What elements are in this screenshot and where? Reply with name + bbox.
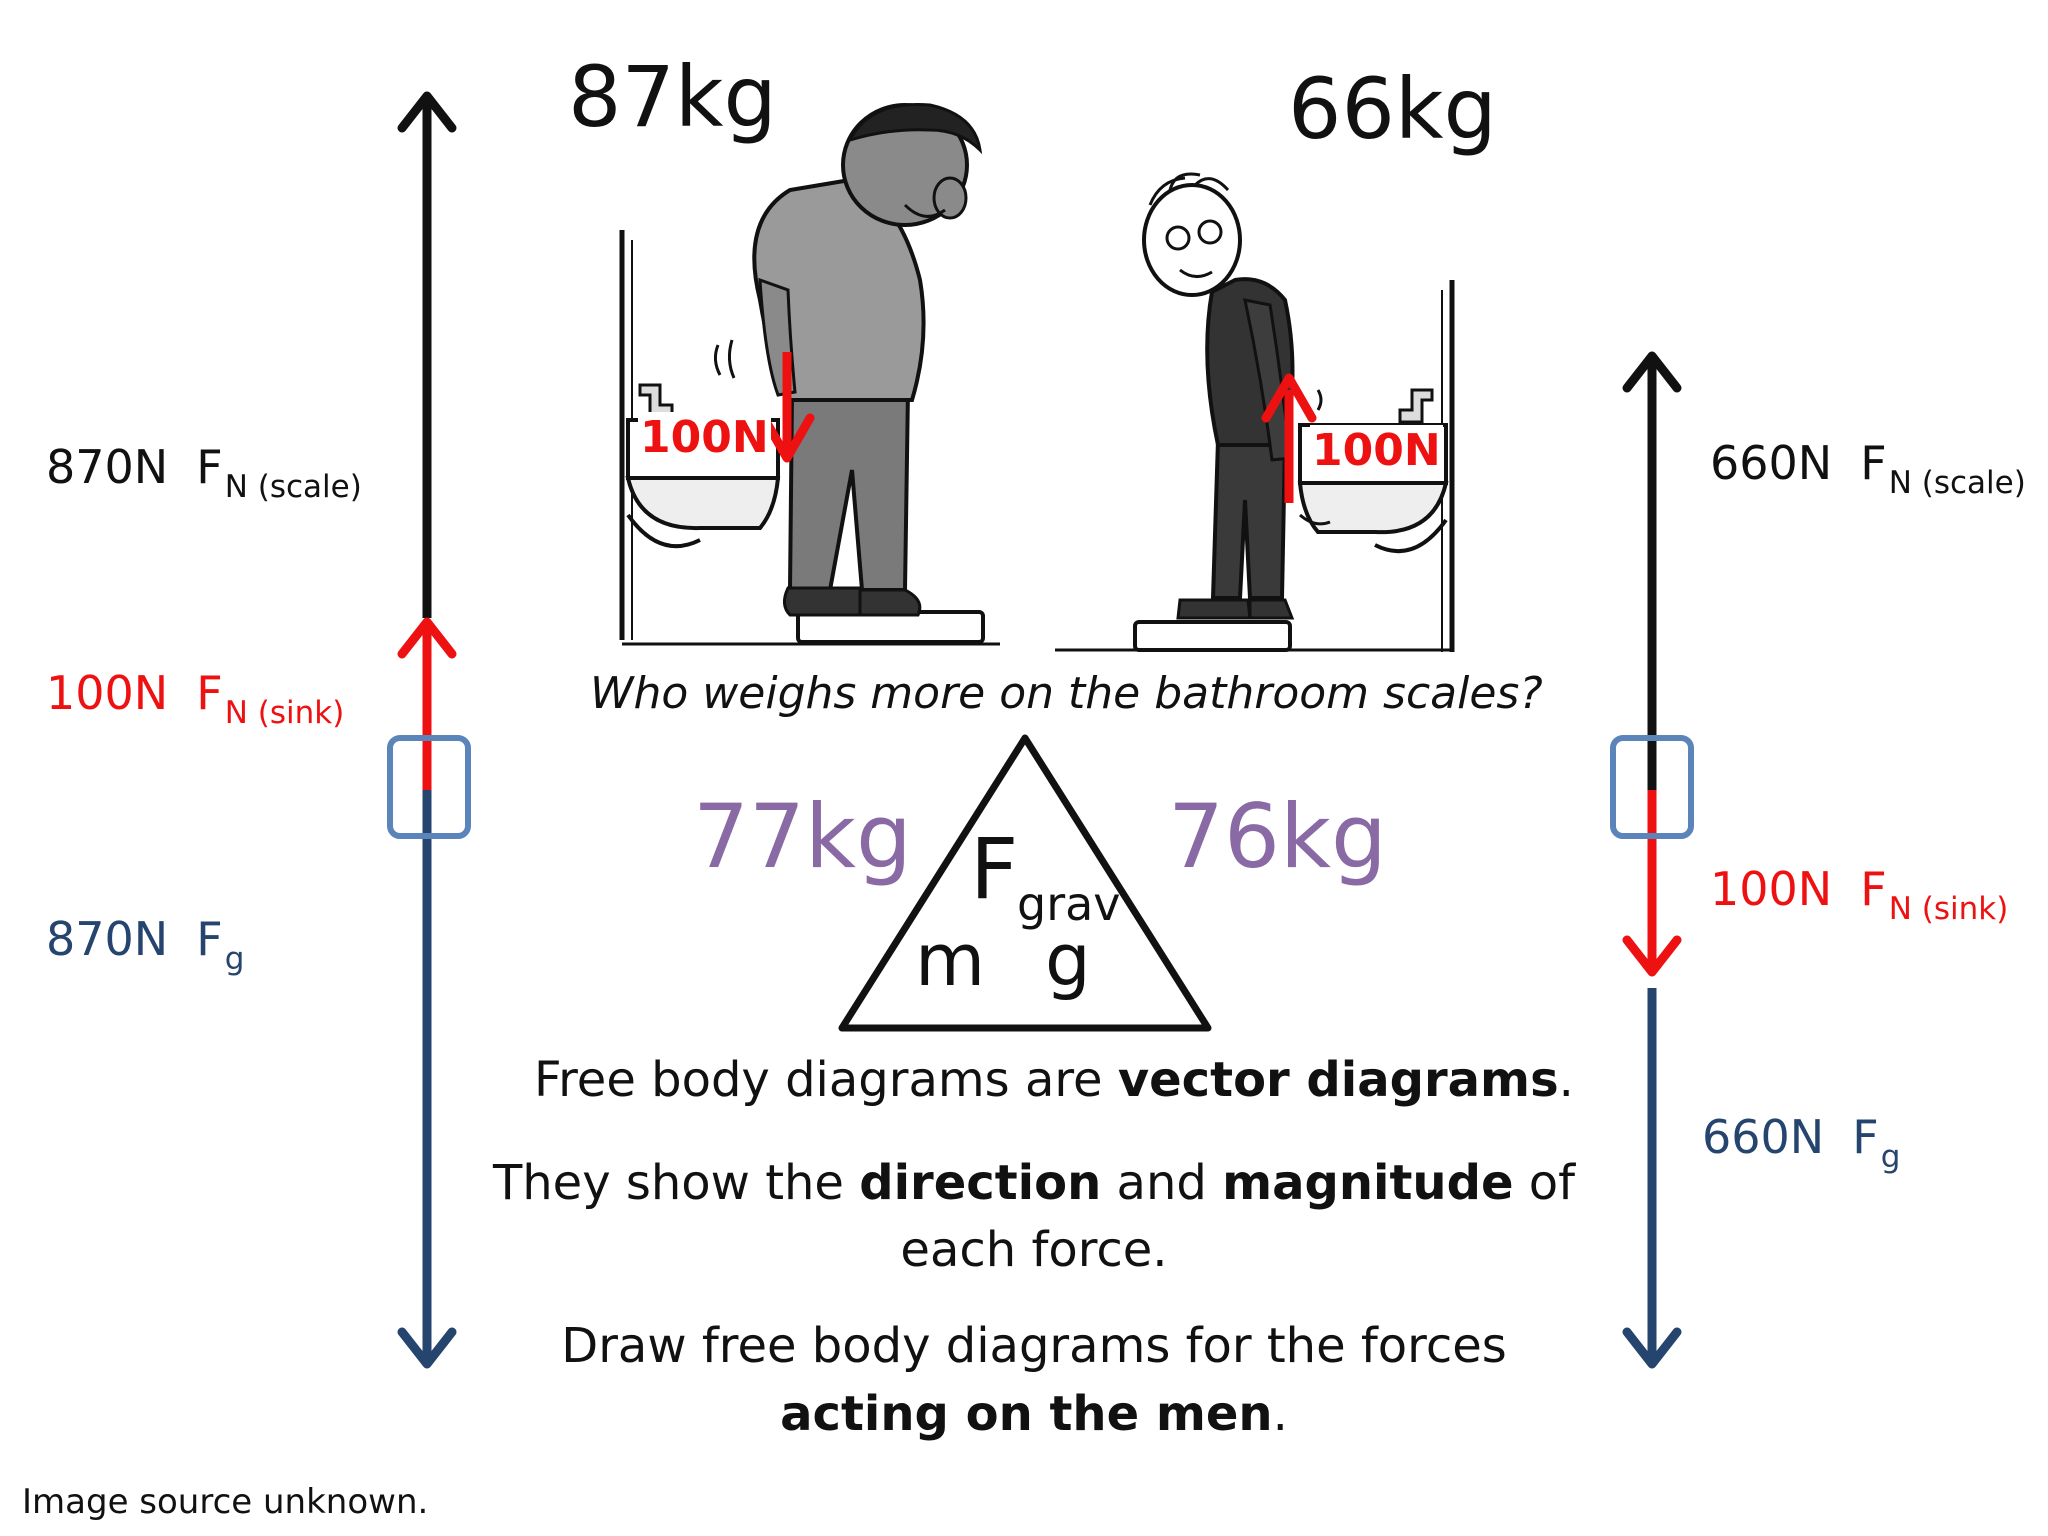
text-line-5: acting on the men. xyxy=(634,1386,1434,1442)
left-gravity-symbol: F xyxy=(196,912,223,966)
right-scale-reading: 76kg xyxy=(1168,785,1387,888)
left-normal-scale-arrowhead xyxy=(397,91,457,133)
right-normal-sink-arrowhead xyxy=(1622,935,1682,977)
text-line-2-mid: and xyxy=(1101,1155,1223,1211)
text-line-2-bold-2: magnitude xyxy=(1222,1155,1514,1211)
right-fbd xyxy=(1610,351,1694,1369)
cartoon-illustration xyxy=(619,102,1455,652)
right-normal-scale-subscript: N (scale) xyxy=(1888,465,2026,501)
left-gravity-arrowhead xyxy=(397,1327,457,1369)
left-normal-scale-symbol: F xyxy=(196,440,223,494)
right-gravity-value: 660N xyxy=(1702,1110,1825,1164)
left-normal-scale-subscript: N (scale) xyxy=(224,469,362,505)
right-normal-sink-subscript: N (sink) xyxy=(1888,891,2009,927)
right-man-mass: 66kg xyxy=(1288,60,1497,158)
left-normal-sink-subscript: N (sink) xyxy=(224,695,345,731)
left-normal-scale-value: 870N xyxy=(46,440,169,494)
right-normal-sink-symbol: F xyxy=(1860,862,1887,916)
text-line-2-pre: They show the xyxy=(492,1155,860,1211)
text-line-3: each force. xyxy=(900,1222,1168,1278)
left-gravity-value: 870N xyxy=(46,912,169,966)
text-line-1-bold: vector diagrams xyxy=(1117,1052,1559,1108)
right-gravity-subscript: g xyxy=(1880,1139,1901,1175)
text-line-4: Draw free body diagrams for the forces xyxy=(561,1318,1507,1374)
right-normal-scale-symbol: F xyxy=(1860,436,1887,490)
image-source-note: Image source unknown. xyxy=(22,1482,429,1522)
right-body-box xyxy=(1610,735,1694,839)
right-tap xyxy=(1398,388,1434,424)
left-fbd xyxy=(387,91,471,1369)
triangle-force-subscript: grav xyxy=(1017,877,1121,931)
right-normal-sink-label: 100N FN (sink) xyxy=(1710,862,2008,927)
right-man xyxy=(1142,172,1295,620)
text-line-1-post: . xyxy=(1558,1052,1574,1108)
text-line-2: They show the direction and magnitude of xyxy=(484,1155,1584,1211)
left-normal-scale-label: 870N FN (scale) xyxy=(46,440,362,505)
left-normal-sink-label: 100N FN (sink) xyxy=(46,666,344,731)
text-line-2-bold-1: direction xyxy=(859,1155,1102,1211)
text-line-5-post: . xyxy=(1272,1386,1288,1442)
left-sink xyxy=(625,383,781,549)
left-man-mass: 87kg xyxy=(568,48,777,146)
formula-triangle xyxy=(838,734,1212,1032)
text-line-1: Free body diagrams are vector diagrams. xyxy=(534,1052,1574,1108)
left-gravity-label: 870N Fg xyxy=(46,912,244,977)
right-push-label: 100N xyxy=(1310,425,1443,477)
triangle-force-symbol: F xyxy=(970,820,1019,918)
left-scale-reading: 77kg xyxy=(693,785,912,888)
left-body-box xyxy=(387,735,471,839)
right-gravity-arrowhead xyxy=(1622,1327,1682,1369)
right-push-arrowhead xyxy=(1261,373,1317,423)
right-gravity-symbol: F xyxy=(1852,1110,1879,1164)
triangle-g-symbol: g xyxy=(1045,918,1091,1002)
right-gravity-label: 660N Fg xyxy=(1702,1110,1900,1175)
question-text: Who weighs more on the bathroom scales? xyxy=(590,668,1543,719)
right-normal-scale-arrowhead xyxy=(1622,351,1682,393)
right-normal-sink-value: 100N xyxy=(1710,862,1833,916)
triangle-mass-symbol: m xyxy=(915,918,986,1002)
left-normal-sink-symbol: F xyxy=(196,666,223,720)
left-normal-sink-value: 100N xyxy=(46,666,169,720)
text-line-2-post: of xyxy=(1513,1155,1576,1211)
text-line-5-bold: acting on the men xyxy=(780,1386,1273,1442)
right-bathroom-scale xyxy=(1133,620,1292,652)
left-gravity-subscript: g xyxy=(224,941,245,977)
right-normal-scale-value: 660N xyxy=(1710,436,1833,490)
right-normal-scale-label: 660N FN (scale) xyxy=(1710,436,2026,501)
left-push-label: 100N xyxy=(638,412,771,464)
left-normal-sink-arrowhead xyxy=(397,617,457,659)
left-man xyxy=(752,102,983,617)
left-push-arrowhead xyxy=(759,413,815,463)
text-line-1-pre: Free body diagrams are xyxy=(534,1052,1118,1108)
